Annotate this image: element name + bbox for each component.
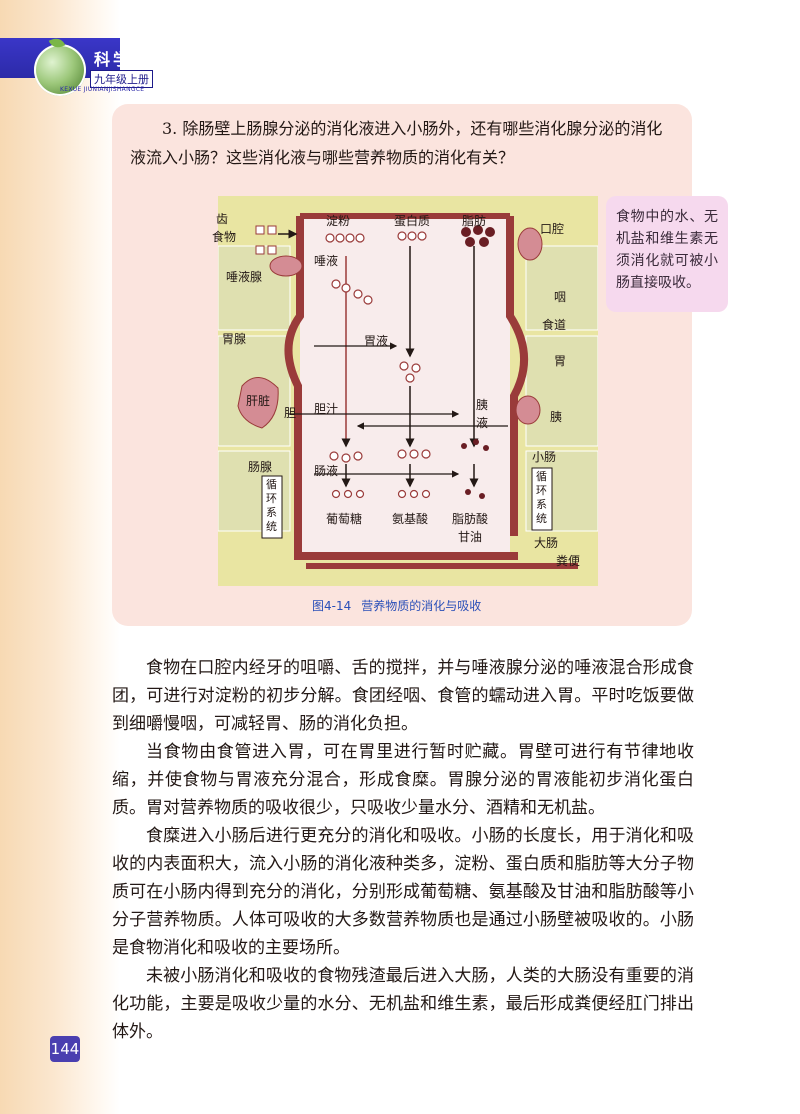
label-circulatory-right: 循环系统 [536,470,547,525]
label-gastric-juice: 胃液 [364,334,389,348]
label-protein: 蛋白质 [394,214,431,228]
grade-label: 九年级上册 [90,70,153,88]
label-pancreas: 胰 [550,410,563,424]
label-mouth: 口腔 [540,222,565,236]
paragraph: 食物在口腔内经牙的咀嚼、舌的搅拌，并与唾液腺分泌的唾液混合形成食团，可进行对淀粉… [112,658,694,734]
digestion-diagram-svg [218,196,598,586]
label-bile: 胆汁 [314,402,339,416]
label-feces: 粪便 [556,554,581,568]
label-fatty-acid: 脂肪酸 [452,512,489,526]
label-amino-acid: 氨基酸 [392,512,429,526]
page-number: 144 [50,1036,80,1062]
figure-title: 营养物质的消化与吸收 [361,599,482,613]
side-note: 食物中的水、无机盐和维生素无须消化就可被小肠直接吸收。 [606,196,728,312]
question-text: 3. 除肠壁上肠腺分泌的消化液进入小肠外，还有哪些消化腺分泌的消化液流入小肠？这… [130,119,663,167]
left-decorative-strip [0,0,120,1114]
label-gallbladder: 胆 [284,406,297,420]
label-starch: 淀粉 [326,214,351,228]
label-glycerol: 甘油 [458,530,483,544]
label-gastric-gland: 胃腺 [222,332,247,346]
label-esophagus: 食道 [542,318,567,332]
digestion-diagram: 齿 食物 唾液腺 淀粉 唾液 蛋白质 脂肪 口腔 咽 食道 胃腺 胃液 胃 肝脏… [212,196,598,586]
subject-title: 科学 [94,50,133,69]
body-text: 食物在口腔内经牙的咀嚼、舌的搅拌，并与唾液腺分泌的唾液混合形成食团，可进行对淀粉… [112,654,694,1046]
figure-number: 图4-14 [312,599,352,613]
label-food: 食物 [212,230,237,244]
paragraph: 食糜进入小肠后进行更充分的消化和吸收。小肠的长度长，用于消化和吸收的内表面积大，… [112,826,694,958]
label-saliva: 唾液 [314,254,339,268]
pinyin-label: KEXUE JIUNIANJISHANGCE [60,86,145,93]
figure-caption: 图4-14 营养物质的消化与吸收 [312,597,481,614]
label-glucose: 葡萄糖 [326,512,363,526]
label-pancreatic-juice: 胰液 [476,398,489,430]
globe-logo-icon [34,44,86,96]
label-liver: 肝脏 [246,394,271,408]
label-pharynx: 咽 [554,290,567,304]
label-stomach: 胃 [554,354,567,368]
paragraph: 未被小肠消化和吸收的食物残渣最后进入大肠，人类的大肠没有重要的消化功能，主要是吸… [112,966,694,1042]
label-large-intestine: 大肠 [534,536,559,550]
label-fat: 脂肪 [462,214,487,228]
label-teeth: 齿 [216,212,229,226]
label-circulatory-left: 循环系统 [266,478,277,533]
label-intestinal-juice: 肠液 [314,464,339,478]
paragraph: 当食物由食管进入胃，可在胃里进行暂时贮藏。胃壁可进行有节律地收缩，并使食物与胃液… [112,742,694,818]
label-intestinal-gland: 肠腺 [248,460,273,474]
label-salivary-gland: 唾液腺 [226,270,263,284]
label-small-intestine: 小肠 [532,450,557,464]
